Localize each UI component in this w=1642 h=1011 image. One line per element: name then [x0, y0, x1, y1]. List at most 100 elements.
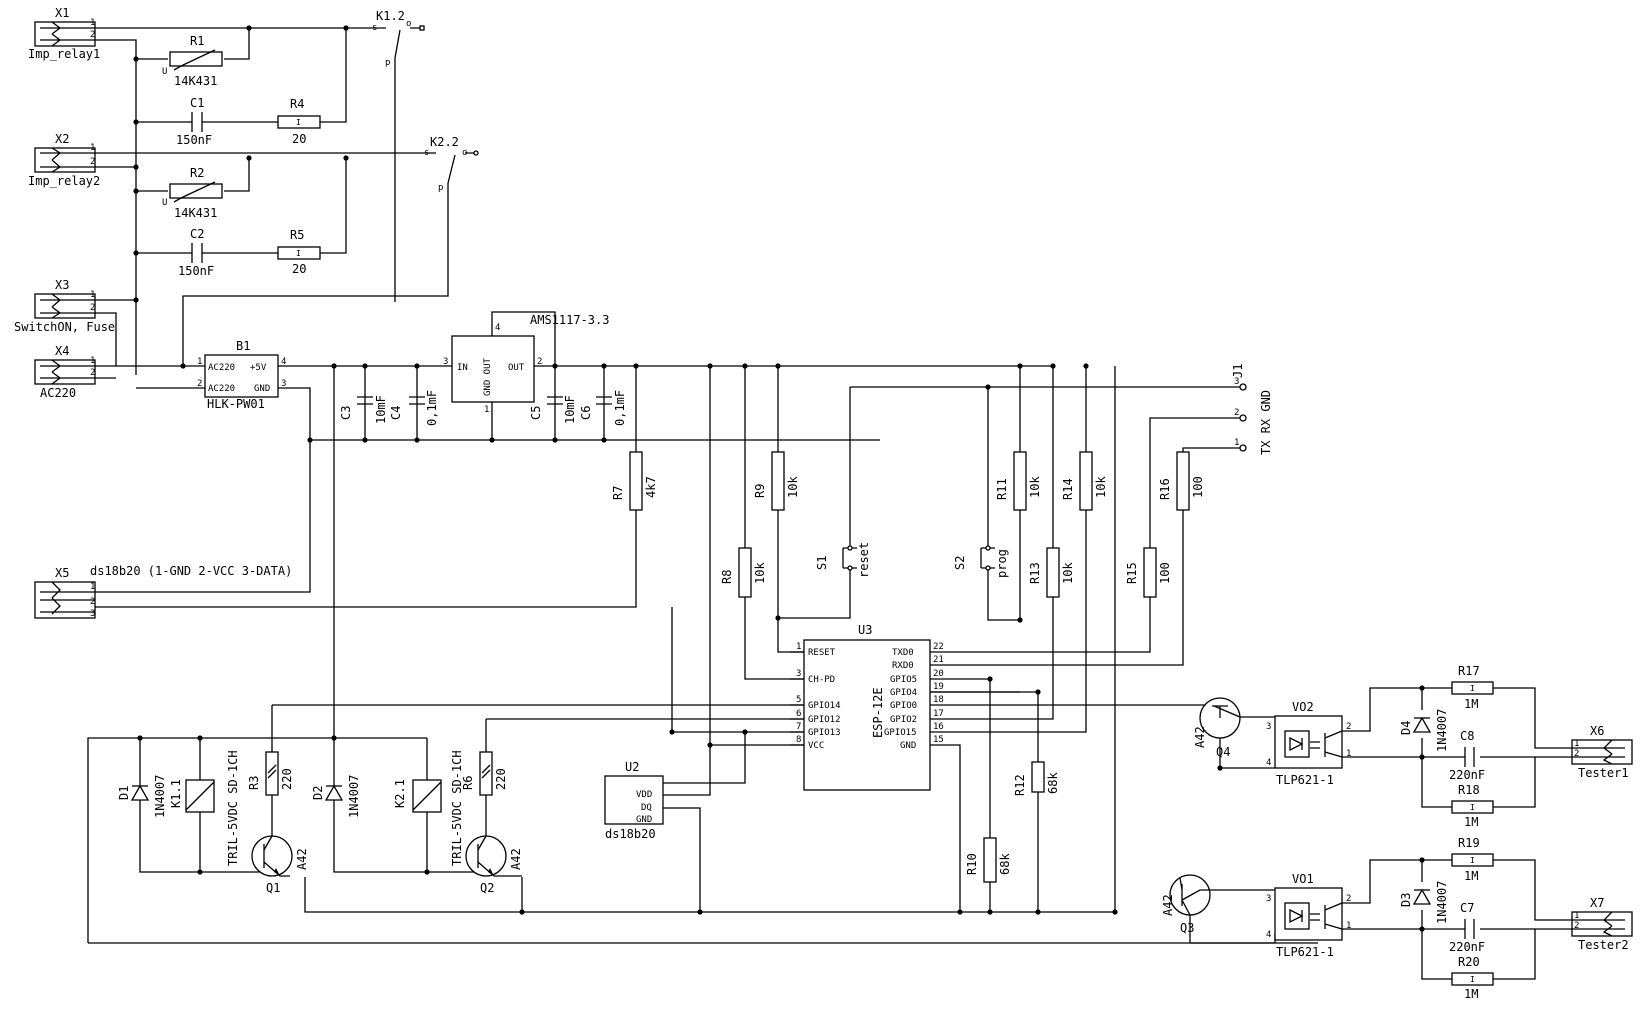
diode-d3: D3 1N4007: [1399, 881, 1449, 924]
svg-text:17: 17: [933, 709, 944, 719]
svg-text:Q4: Q4: [1216, 745, 1230, 759]
svg-text:1: 1: [1234, 438, 1239, 448]
svg-text:R7: R7: [611, 486, 625, 500]
varistor-r2: R2 14K431 U: [162, 166, 223, 220]
svg-text:R12: R12: [1013, 774, 1027, 796]
svg-text:14K431: 14K431: [174, 74, 217, 88]
svg-text:0,1mF: 0,1mF: [613, 390, 627, 426]
svg-text:I: I: [296, 249, 301, 258]
svg-text:2: 2: [197, 379, 202, 389]
svg-text:3: 3: [1266, 894, 1271, 904]
svg-text:18: 18: [933, 695, 944, 705]
svg-text:R11: R11: [995, 478, 1009, 500]
svg-text:C7: C7: [1460, 901, 1474, 915]
svg-text:1: 1: [90, 582, 95, 592]
resistor-r14: R14 10k: [1061, 451, 1108, 511]
svg-text:DQ: DQ: [641, 803, 652, 813]
svg-text:1: 1: [90, 18, 95, 28]
transistor-q4: Q4 A42: [1193, 697, 1241, 759]
svg-text:R17: R17: [1458, 664, 1480, 678]
svg-text:A42: A42: [1193, 726, 1207, 748]
diode-d2: D2 1N4007: [311, 775, 361, 818]
svg-text:GPIO5: GPIO5: [890, 675, 917, 685]
svg-text:R5: R5: [290, 228, 304, 242]
svg-text:1: 1: [796, 642, 801, 652]
svg-text:o: o: [406, 19, 411, 29]
svg-text:3: 3: [443, 357, 448, 367]
svg-text:C8: C8: [1460, 729, 1474, 743]
esp-left-pins: RESET CH-PD GPIO14 GPIO12 GPIO13 VCC 1 3…: [790, 642, 841, 751]
svg-text:100: 100: [1191, 476, 1205, 498]
svg-text:R20: R20: [1458, 955, 1480, 969]
diode-d1: D1 1N4007: [117, 775, 167, 818]
svg-text:4: 4: [1266, 758, 1271, 768]
svg-text:GPIO13: GPIO13: [808, 728, 841, 738]
svg-text:10k: 10k: [1028, 476, 1042, 498]
svg-text:I: I: [296, 118, 301, 127]
relay-coil-k11: K1.1 TRIL-5VDC SD-1CH: [169, 750, 240, 866]
svg-text:HLK-PW01: HLK-PW01: [207, 397, 265, 411]
resistor-r4: I R4 20: [277, 97, 321, 146]
svg-text:1: 1: [90, 143, 95, 153]
svg-text:AMS1117-3.3: AMS1117-3.3: [530, 313, 609, 327]
wires: [87, 27, 1572, 980]
svg-text:6: 6: [796, 709, 801, 719]
button-s1: S1 reset: [815, 540, 871, 578]
svg-text:1: 1: [484, 405, 489, 415]
svg-text:A42: A42: [295, 848, 309, 870]
resistor-r13: R13 10k: [1028, 547, 1075, 598]
svg-text:IN: IN: [457, 363, 468, 373]
relay-contact-k22: K2.2 s o p: [424, 135, 479, 193]
svg-text:C2: C2: [190, 227, 204, 241]
svg-text:GND: GND: [254, 384, 270, 394]
svg-text:AC220: AC220: [208, 384, 235, 394]
svg-text:20: 20: [292, 132, 306, 146]
svg-text:2: 2: [90, 30, 95, 40]
svg-text:ESP-12E: ESP-12E: [871, 687, 885, 738]
cap-c8: C8 220nF: [1449, 729, 1485, 782]
svg-text:R2: R2: [190, 166, 204, 180]
svg-text:I: I: [1470, 975, 1475, 984]
x6-name: Tester1: [1578, 766, 1629, 780]
svg-text:4: 4: [495, 323, 500, 333]
svg-text:1: 1: [90, 290, 95, 300]
svg-text:1: 1: [1574, 739, 1579, 749]
resistor-r10: R10 68k: [965, 837, 1012, 883]
x3-ref: X3: [55, 278, 69, 292]
svg-text:VO2: VO2: [1292, 700, 1314, 714]
svg-text:10k: 10k: [1094, 476, 1108, 498]
svg-text:I: I: [1470, 856, 1475, 865]
svg-text:s: s: [372, 23, 377, 33]
svg-text:A42: A42: [1161, 894, 1175, 916]
svg-text:4: 4: [281, 357, 286, 367]
svg-text:RESET: RESET: [808, 648, 836, 658]
svg-text:p: p: [438, 183, 443, 193]
svg-text:S2: S2: [953, 556, 967, 570]
svg-text:22: 22: [933, 642, 944, 652]
x5-ref: X5: [55, 566, 69, 580]
sensor-u2: U2 ds18b20 VDD DQ GND: [604, 760, 664, 841]
svg-text:S1: S1: [815, 556, 829, 570]
svg-text:10mF: 10mF: [563, 395, 577, 424]
svg-text:U: U: [162, 198, 167, 208]
svg-text:8: 8: [796, 735, 801, 745]
svg-text:VDD: VDD: [636, 790, 652, 800]
svg-text:reset: reset: [857, 542, 871, 578]
svg-text:+5V: +5V: [250, 363, 267, 373]
svg-text:2: 2: [90, 303, 95, 313]
svg-text:2: 2: [1574, 749, 1579, 759]
cap-c2: C2 150nF: [178, 227, 214, 278]
resistor-r12: R12 68k: [1013, 761, 1060, 796]
svg-text:2: 2: [1346, 722, 1351, 732]
opto-vo2: VO2 TLP621-1 3 4 2 1: [1266, 700, 1351, 787]
resistor-r16: R16 100: [1158, 451, 1205, 511]
svg-text:D3: D3: [1399, 893, 1413, 907]
svg-text:10k: 10k: [786, 476, 800, 498]
psu-b1: B1 HLK-PW01 AC220 AC220 +5V GND 1 2 3 4: [197, 339, 286, 411]
svg-text:C5: C5: [529, 406, 543, 420]
svg-text:R1: R1: [190, 34, 204, 48]
connector-j1: J1 TX RX GND 3 2 1: [1231, 364, 1273, 455]
connector-x7: X7 Tester2 1 2: [1571, 896, 1633, 952]
resistor-r15: R15 100: [1125, 547, 1172, 598]
